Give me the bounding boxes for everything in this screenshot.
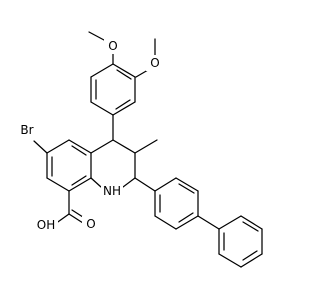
biphenyl-ring-1 [154, 177, 199, 230]
bond-c-o-double-1 [68, 213, 84, 224]
saturated-ring [90, 139, 136, 188]
bromine-label: Br [20, 123, 33, 137]
bond-methyl-o-top [88, 31, 105, 41]
hydroxyl-label: OH [37, 218, 55, 232]
dimethoxyphenyl-ring [90, 63, 136, 116]
bond-biphenyl-link [197, 215, 220, 230]
bond-ring-o-right [135, 69, 149, 78]
bond-c3-methyl [134, 139, 158, 154]
biphenyl-ring-2 [218, 215, 263, 268]
structure-diagram: O O Br NH OH O [14, 31, 263, 268]
atom-labels: O O Br NH OH O [14, 38, 164, 233]
bonds [33, 31, 263, 268]
bond-c2-biphenyl [134, 177, 156, 192]
oxygen-label-right: O [150, 56, 159, 70]
benzo-ring [46, 139, 92, 192]
carbonyl-oxygen-label: O [86, 217, 95, 231]
bond-c-br [33, 140, 48, 154]
oxygen-label-top: O [108, 39, 117, 53]
amine-label: NH [103, 184, 121, 198]
